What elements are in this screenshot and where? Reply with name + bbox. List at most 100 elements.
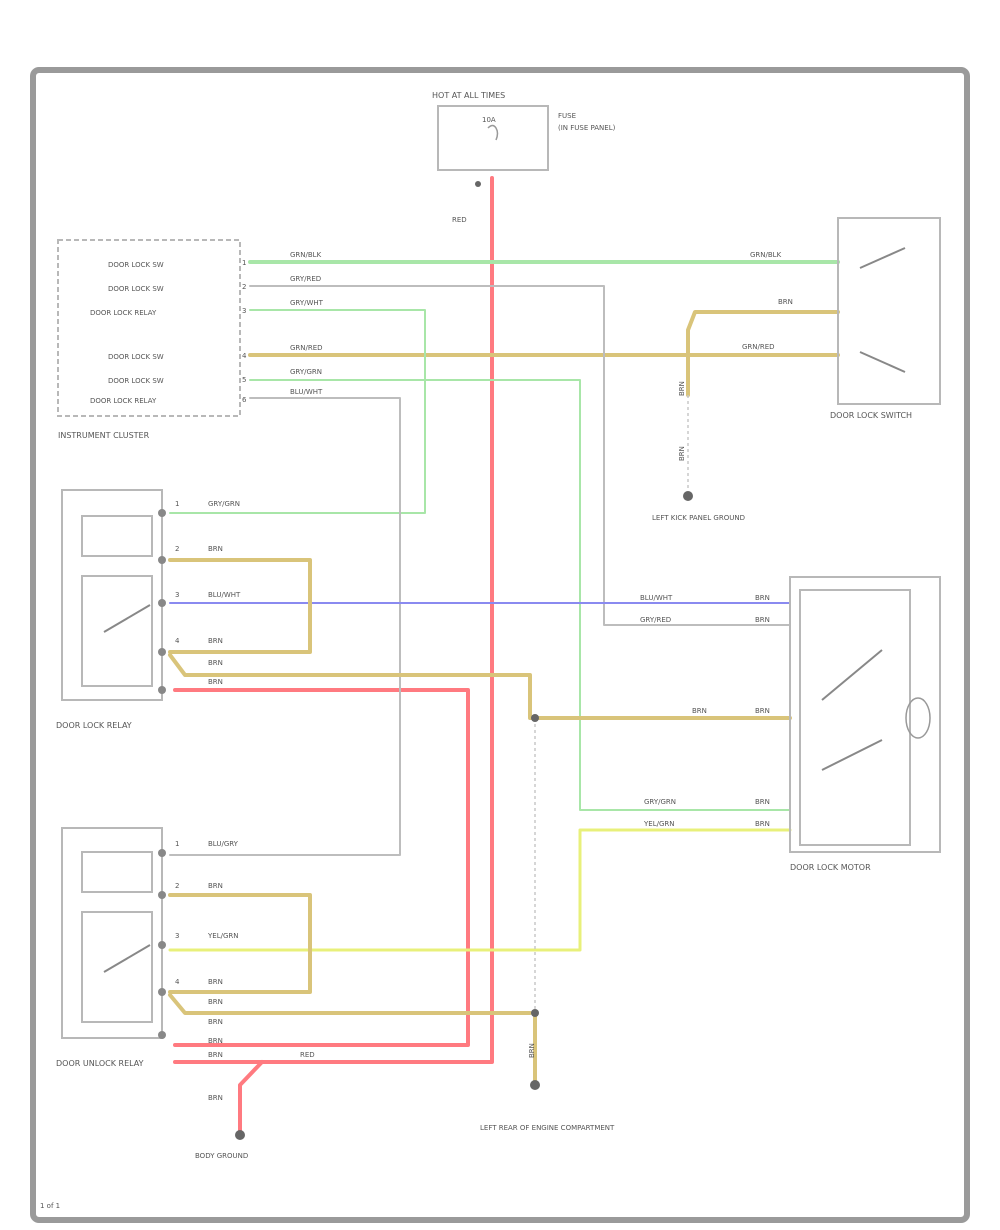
- unlock-relay-contact-icon: [103, 944, 151, 973]
- wire-label-red-main: RED: [452, 216, 467, 224]
- door-lock-relay: 1 2 3 4 GRY/GRN BRN BLU/WHT BRN BRN BRN …: [56, 489, 241, 730]
- bottom-wire-3: RED: [300, 1051, 315, 1059]
- motor-pin-wire-5: BRN: [755, 820, 770, 828]
- cluster-pin-2-name: DOOR LOCK SW: [108, 285, 164, 293]
- body-ground-label: BODY GROUND: [195, 1152, 248, 1160]
- instrument-cluster-label: INSTRUMENT CLUSTER: [58, 431, 150, 440]
- switch-wire-2: BRN: [778, 298, 793, 306]
- motor-wire-4: GRY/GRN: [644, 798, 676, 806]
- bottom-wire-5: BRN: [528, 1043, 536, 1058]
- cluster-wire-4: GRN/RED: [290, 344, 323, 352]
- cluster-pin-5: 5: [242, 376, 246, 384]
- unlock-relay-wire-5: BRN: [208, 998, 223, 1006]
- unlock-relay-wire-4: BRN: [208, 978, 223, 986]
- page-code-label: 1 of 1: [40, 1202, 60, 1210]
- unlock-relay-pin-dot-2: [158, 891, 166, 899]
- splice-dot-lower: [531, 1009, 539, 1017]
- lock-relay-pin-3: 3: [175, 591, 179, 599]
- unlock-relay-pin-dot-3: [158, 941, 166, 949]
- switch-contact-bottom-icon: [859, 351, 906, 373]
- motor-contact-top-icon: [821, 649, 883, 701]
- wire-red-main: [173, 176, 494, 1064]
- kick-panel-ground-label: LEFT KICK PANEL GROUND: [652, 514, 745, 522]
- lock-relay-contact-icon: [103, 604, 151, 633]
- cluster-pin-2: 2: [242, 283, 246, 291]
- cluster-pin-1-name: DOOR LOCK SW: [108, 261, 164, 269]
- kick-panel-ground: BRN BRN LEFT KICK PANEL GROUND: [652, 381, 745, 522]
- instrument-cluster: DOOR LOCK SW DOOR LOCK SW DOOR LOCK RELA…: [57, 239, 324, 440]
- unlock-relay-pin-2: 2: [175, 882, 179, 890]
- unlock-relay-pin-4: 4: [175, 978, 180, 986]
- wire-tan-lock-out: [168, 653, 792, 720]
- switch-ground-wire-1: BRN: [678, 381, 686, 396]
- lock-relay-wire-3: BLU/WHT: [208, 591, 241, 599]
- cluster-pin-1: 1: [242, 259, 246, 267]
- unlock-relay-wire-6: BRN: [208, 1018, 223, 1026]
- door-lock-switch: GRN/BLK BRN GRN/RED DOOR LOCK SWITCH: [742, 217, 941, 420]
- unlock-relay-label: DOOR UNLOCK RELAY: [56, 1059, 144, 1068]
- fuse-label: FUSE: [558, 112, 576, 120]
- motor-pin-wire-4: BRN: [755, 798, 770, 806]
- fuse-sub-label: (IN FUSE PANEL): [558, 124, 616, 132]
- wire-yellow: [168, 828, 792, 952]
- motor-pin-wire-1: BRN: [755, 594, 770, 602]
- lock-relay-pin-dot-1: [158, 509, 166, 517]
- splice-dot-upper: [531, 714, 539, 722]
- wire-tan-switch-ground: [686, 310, 840, 397]
- motor-wire-1: BLU/WHT: [640, 594, 673, 602]
- bottom-wire-2: BRN: [208, 1051, 223, 1059]
- door-lock-switch-label: DOOR LOCK SWITCH: [830, 411, 912, 420]
- switch-contact-top-icon: [859, 247, 906, 269]
- cluster-pin-5-name: DOOR LOCK SW: [108, 377, 164, 385]
- unlock-relay-wire-1: BLU/GRY: [208, 840, 239, 848]
- fuse-panel: HOT AT ALL TIMES FUSE (IN FUSE PANEL) 10…: [432, 91, 616, 171]
- fuse-out-dot: [475, 181, 481, 187]
- ground-icon-kick: [683, 491, 693, 501]
- cluster-pin-3: 3: [242, 307, 246, 315]
- wire-tan-lock-loop: [168, 558, 312, 654]
- lock-relay-pin-dot-4: [158, 648, 166, 656]
- door-unlock-relay: 1 2 3 4 BLU/GRY BRN YEL/GRN BRN BRN BRN …: [56, 827, 239, 1068]
- lock-relay-wire-1: GRY/GRN: [208, 500, 240, 508]
- door-lock-motor-label: DOOR LOCK MOTOR: [790, 863, 871, 872]
- wire-gray-cluster-6: [169, 397, 401, 856]
- wire-gray-cluster-2: [249, 285, 791, 626]
- motor-wire-3: BRN: [692, 707, 707, 715]
- cluster-wire-6: BLU/WHT: [290, 388, 323, 396]
- switch-ground-wire-2: BRN: [678, 446, 686, 461]
- unlock-relay-pin-dot-4: [158, 988, 166, 996]
- cluster-pin-6-name: DOOR LOCK RELAY: [90, 397, 157, 405]
- lock-relay-wire-5: BRN: [208, 659, 223, 667]
- unlock-relay-pin-1: 1: [175, 840, 179, 848]
- lock-relay-pin-dot-2: [158, 556, 166, 564]
- cluster-wire-1: GRN/BLK: [290, 251, 322, 259]
- door-lock-motor: BLU/WHT GRY/RED BRN GRY/GRN YEL/GRN BRN …: [640, 576, 941, 872]
- cluster-wire-5: GRY/GRN: [290, 368, 322, 376]
- cluster-pin-4: 4: [242, 352, 247, 360]
- motor-icon: [905, 697, 931, 739]
- fuse-rating-label: 10A: [482, 116, 496, 124]
- rear-ground-label: LEFT REAR OF ENGINE COMPARTMENT: [480, 1124, 615, 1132]
- unlock-relay-pin-dot-6: [158, 1031, 166, 1039]
- lock-relay-wire-4: BRN: [208, 637, 223, 645]
- wire-red-ground: [238, 1060, 264, 1135]
- unlock-relay-wire-3: YEL/GRN: [207, 932, 238, 940]
- switch-wire-1: GRN/BLK: [750, 251, 782, 259]
- diagram-frame: [30, 67, 970, 1223]
- wire-tan-unlock-out: [168, 993, 532, 1015]
- rear-ground: LEFT REAR OF ENGINE COMPARTMENT: [480, 1080, 615, 1132]
- wire-green-cluster-3: [169, 309, 426, 514]
- lock-relay-pin-dot-6: [158, 686, 166, 694]
- motor-contact-bottom-icon: [821, 739, 883, 771]
- fuse-icon: [487, 124, 499, 141]
- cluster-pin-3-name: DOOR LOCK RELAY: [90, 309, 157, 317]
- wire-green-cluster-5: [249, 379, 791, 811]
- bottom-wire-1: BRN: [208, 1037, 223, 1045]
- bottom-wire-4: BRN: [208, 1094, 223, 1102]
- lock-relay-wire-2: BRN: [208, 545, 223, 553]
- motor-wire-2: GRY/RED: [640, 616, 671, 624]
- ground-icon-rear: [530, 1080, 540, 1090]
- ground-icon-body: [235, 1130, 245, 1140]
- cluster-pin-4-name: DOOR LOCK SW: [108, 353, 164, 361]
- unlock-relay-wire-2: BRN: [208, 882, 223, 890]
